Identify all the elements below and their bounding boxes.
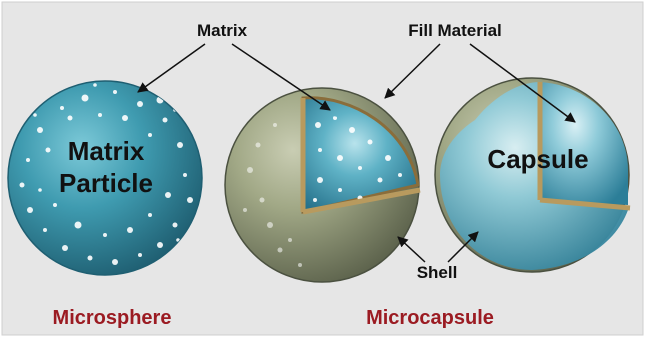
shell-label: Shell xyxy=(417,263,458,282)
matrix-particle-label-line2: Particle xyxy=(59,168,153,198)
fill-material-label: Fill Material xyxy=(408,21,502,40)
matrix-particle-label-line1: Matrix xyxy=(68,136,145,166)
microcapsule-cutaway-sphere xyxy=(225,88,420,282)
capsule-sphere: Capsule xyxy=(435,78,630,272)
microcapsule-caption: Microcapsule xyxy=(366,307,494,329)
microsphere-sphere: Matrix Particle xyxy=(8,81,202,275)
capsule-label: Capsule xyxy=(487,144,588,174)
matrix-label: Matrix xyxy=(197,21,248,40)
microsphere-caption: Microsphere xyxy=(53,307,172,329)
